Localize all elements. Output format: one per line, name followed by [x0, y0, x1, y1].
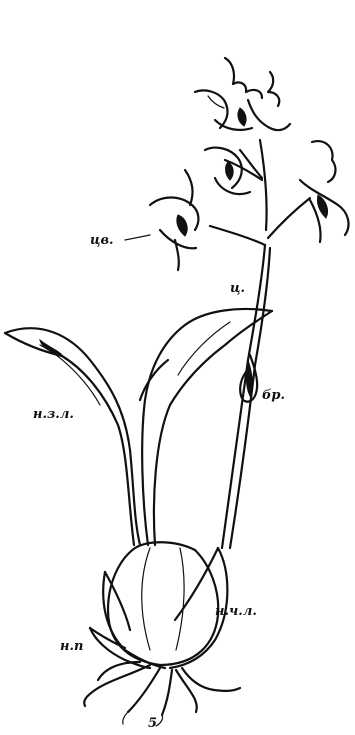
label-sheath: н.п — [60, 639, 83, 654]
raceme-branches — [210, 140, 310, 245]
flower-top — [195, 58, 290, 130]
leaf-right — [140, 309, 272, 545]
label-leaf: н.з.л. — [33, 407, 74, 422]
label-flower: цв. — [90, 233, 114, 248]
lower-scale-leaf — [103, 548, 227, 668]
flower-middle — [205, 148, 262, 194]
label-scale-leaf: н.ч.л. — [215, 604, 257, 619]
flower-left — [150, 170, 198, 270]
label-peduncle: ц. — [230, 281, 245, 296]
leader-flower — [125, 235, 150, 240]
label-bract: бр. — [262, 388, 285, 403]
roots — [84, 662, 240, 726]
leaf-left — [5, 328, 140, 545]
flower-right — [300, 141, 349, 242]
label-roots: 5 — [148, 716, 157, 731]
